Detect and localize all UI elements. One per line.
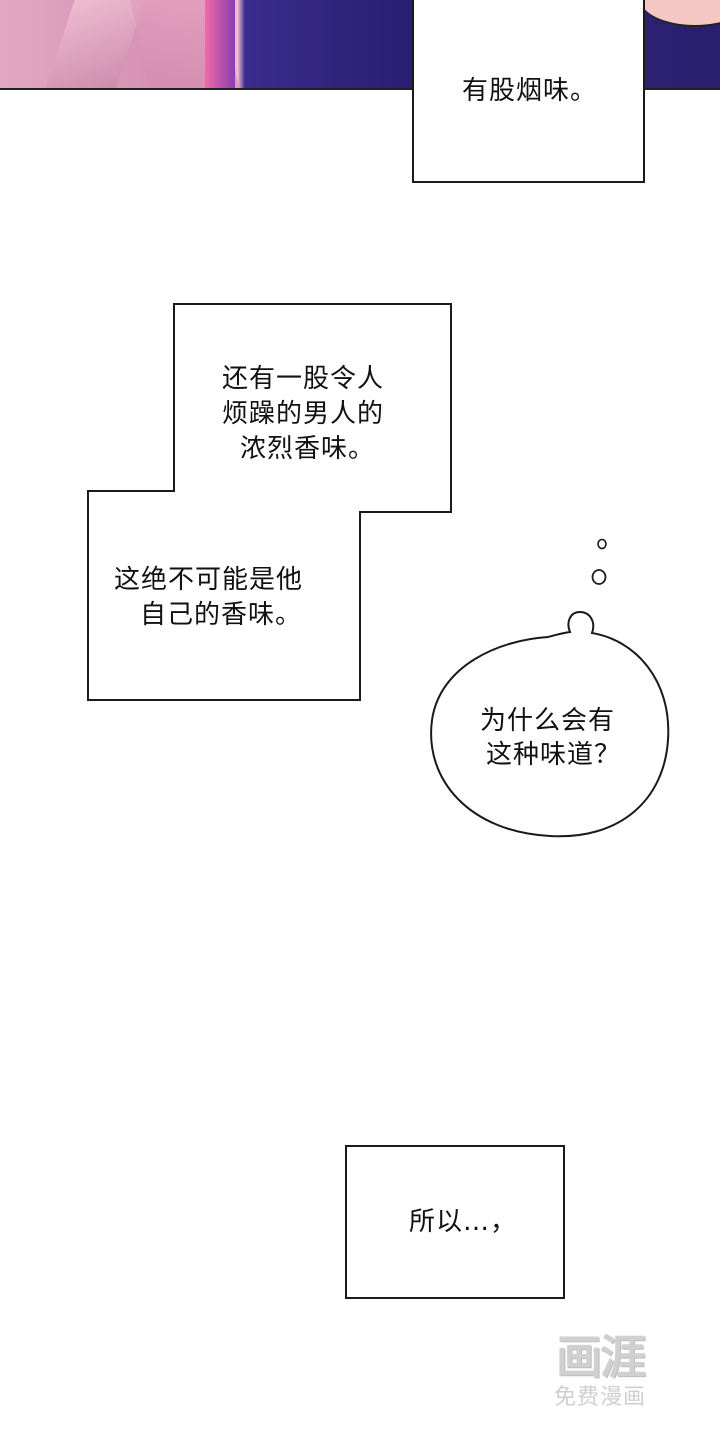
hair-edge [205,0,235,88]
caption-text-not-his-line1: 这绝不可能是他 [114,565,304,595]
caption-text-smoke: 有股烟味。 [462,76,598,106]
caption-box-so [345,1145,565,1299]
stacked-caption-box [87,303,452,701]
thought-text-line2: 这种味道？ [486,740,622,770]
caption-box-smoke [412,0,645,183]
watermark-logo: 画涯 免费漫画 [540,1330,660,1430]
thought-bubble [430,538,670,838]
caption-text-so: 所以…， [409,1207,518,1237]
caption-text-perfume-line1: 还有一股令人 [222,364,385,394]
watermark-logo-mark: 画涯 [556,1330,646,1384]
caption-text-perfume-line2: 烦躁的男人的 [222,399,385,429]
caption-text-perfume-line3: 浓烈香味。 [240,434,376,464]
thought-text-line1: 为什么会有 [480,706,616,736]
watermark-subtitle: 免费漫画 [553,1385,646,1410]
caption-text-not-his-line2: 自己的香味。 [140,600,303,630]
